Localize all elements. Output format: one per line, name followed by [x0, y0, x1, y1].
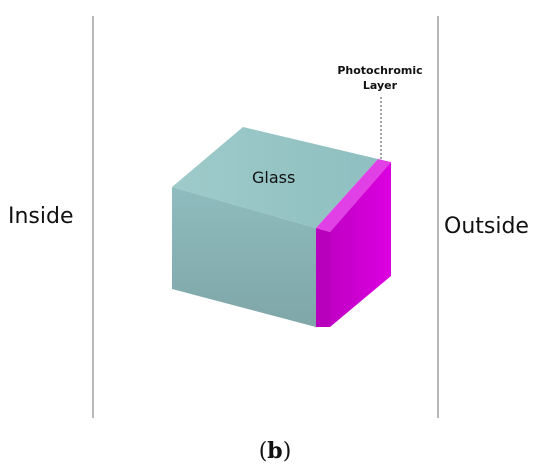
layer-label-line-1: Photochromic	[337, 64, 423, 77]
caption-open: (	[258, 439, 268, 464]
glass-top-face	[172, 127, 378, 228]
inside-label: Inside	[8, 204, 74, 229]
caption-letter: b	[267, 438, 283, 464]
figure-caption: (b)	[0, 438, 550, 464]
layer-side-face	[330, 162, 391, 327]
outside-label: Outside	[444, 214, 529, 239]
glass-label: Glass	[252, 168, 296, 187]
layer-top-face	[316, 159, 391, 232]
caption-close: )	[282, 439, 292, 464]
layer-front-face	[316, 228, 330, 327]
glass-front-face	[172, 187, 316, 327]
photochromic-layer-label: Photochromic Layer	[330, 63, 430, 93]
layer-label-line-2: Layer	[362, 79, 398, 92]
